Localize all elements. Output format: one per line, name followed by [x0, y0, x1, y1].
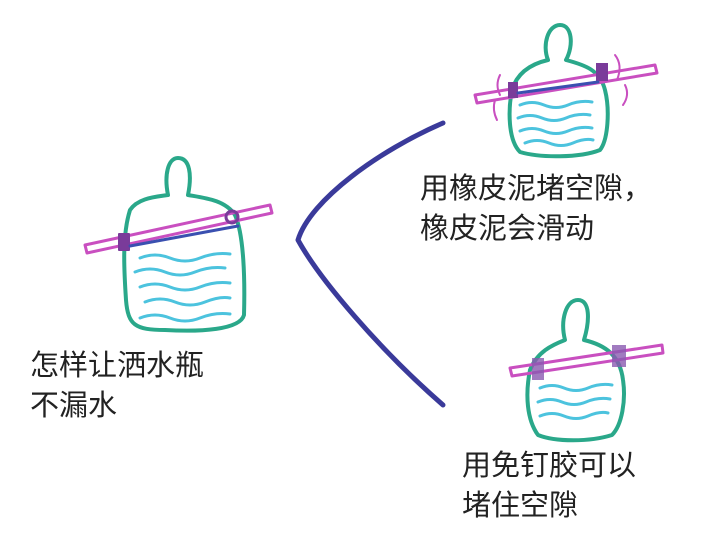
branch-lines	[295, 120, 446, 408]
bottle-main	[83, 156, 274, 333]
clay-option-text: 用橡皮泥堵空隙， 橡皮泥会滑动	[420, 168, 652, 248]
clay-line-1: 用橡皮泥堵空隙，	[420, 171, 653, 205]
bottle-clay	[473, 23, 659, 159]
question-line-2: 不漏水	[30, 388, 118, 422]
glue-line-1: 用免钉胶可以	[462, 448, 637, 482]
question-line-1: 怎样让洒水瓶	[30, 348, 205, 382]
glue-line-2: 堵住空隙	[462, 488, 579, 522]
question-text: 怎样让洒水瓶 不漏水	[30, 345, 204, 425]
clay-line-2: 橡皮泥会滑动	[420, 211, 595, 245]
bottle-glue	[508, 298, 665, 443]
glue-option-text: 用免钉胶可以 堵住空隙	[462, 445, 636, 525]
